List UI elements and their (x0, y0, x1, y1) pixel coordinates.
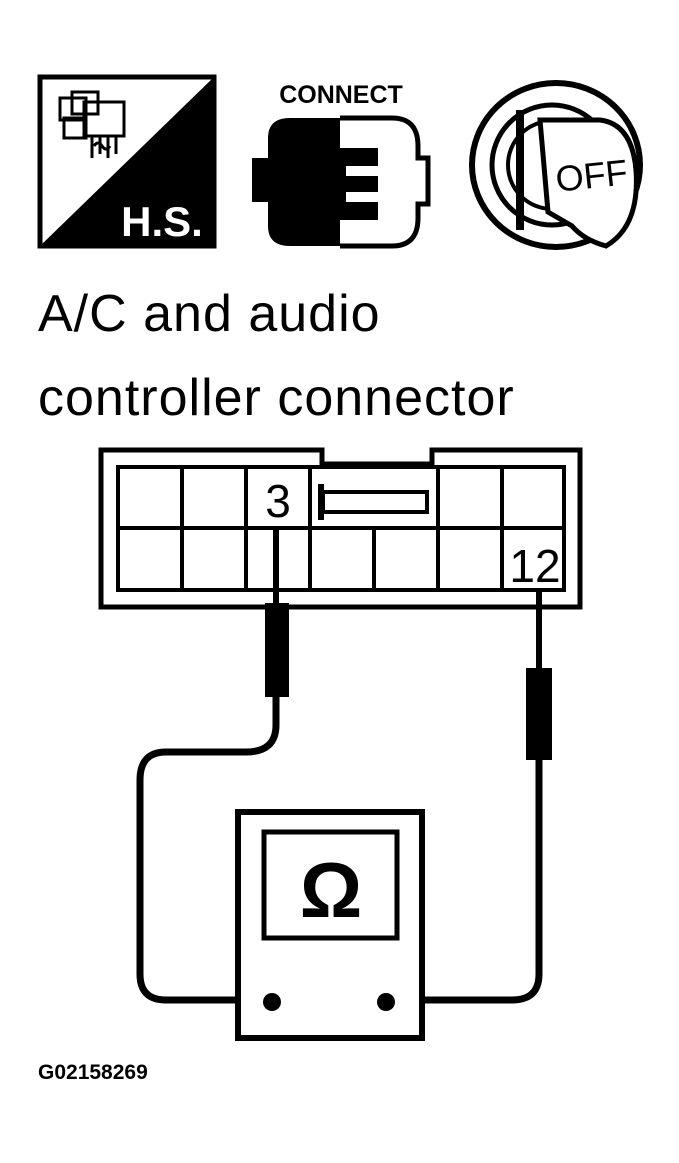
ignition-key-label: OFF (554, 151, 630, 199)
pin-12-label: 12 (509, 540, 560, 592)
title-line-1: A/C and audio (38, 285, 381, 343)
harness-connector-icon (58, 90, 126, 158)
connector-pin-12: 12 (506, 533, 562, 592)
lead-wire-left (136, 697, 280, 1004)
probe-right (526, 590, 552, 760)
connector-pin-3: 3 (252, 472, 304, 527)
ohmmeter-icon: Ω (235, 809, 425, 1041)
ignition-key-icon: OFF (469, 80, 643, 250)
harness-service-icon: H.S. (37, 74, 217, 249)
connect-icon: CONNECT (252, 81, 431, 249)
pin-3-label: 3 (265, 475, 291, 527)
connector-housing (98, 447, 583, 610)
meter-terminal-right (377, 993, 395, 1011)
figure-id: G02158269 (38, 1061, 148, 1084)
title-line-2: controller connector (38, 369, 515, 427)
lead-wire-right (386, 760, 543, 1004)
meter-terminal-left (263, 993, 281, 1011)
connect-label: CONNECT (279, 81, 403, 109)
ohm-symbol: Ω (300, 846, 363, 934)
harness-service-label: H.S. (121, 198, 203, 245)
probe-left (265, 528, 289, 697)
